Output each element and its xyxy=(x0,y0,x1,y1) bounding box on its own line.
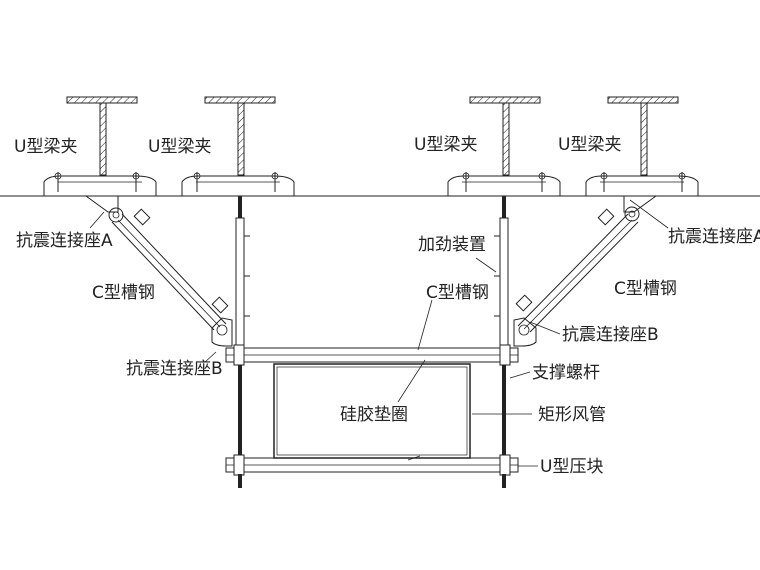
seismic-base-a-left xyxy=(85,195,124,223)
label-u-press-block: U型压块 xyxy=(540,457,603,477)
top-crossbar xyxy=(225,344,519,366)
c-channel-left xyxy=(111,208,229,331)
i-beam-4 xyxy=(607,96,679,176)
rectangular-duct xyxy=(273,363,471,459)
label-support-rod: 支撑螺杆 xyxy=(532,363,600,383)
i-beam-3 xyxy=(469,96,541,176)
beam-clamp-plate-4 xyxy=(585,172,699,196)
beam-clamp-plate-3 xyxy=(447,172,561,196)
support-rod-left xyxy=(235,196,250,486)
i-beam-1 xyxy=(66,96,138,176)
seismic-base-b-left xyxy=(211,317,233,347)
label-c-channel-center: C型槽钢 xyxy=(426,283,489,303)
i-beam-2 xyxy=(204,96,276,176)
label-seismic-base-a-right: 抗震连接座A xyxy=(668,227,760,247)
c-channel-right xyxy=(515,208,639,333)
label-rect-duct: 矩形风管 xyxy=(538,405,606,425)
support-rod-right xyxy=(494,196,509,486)
label-stiffener: 加劲装置 xyxy=(418,235,486,255)
label-silicone-gasket: 硅胶垫圈 xyxy=(340,405,408,425)
label-seismic-base-b-left: 抗震连接座B xyxy=(126,359,223,379)
label-beam-clamp-4: U型梁夹 xyxy=(558,135,621,155)
label-beam-clamp-1: U型梁夹 xyxy=(14,137,77,157)
label-c-channel-right: C型槽钢 xyxy=(614,279,677,299)
bottom-crossbar xyxy=(225,454,519,488)
label-seismic-base-a-left: 抗震连接座A xyxy=(16,231,113,251)
label-beam-clamp-2: U型梁夹 xyxy=(148,137,211,157)
seismic-base-b-right xyxy=(513,317,537,347)
beam-clamp-plate-2 xyxy=(181,172,295,196)
leader-lines xyxy=(89,199,669,467)
label-seismic-base-b-right: 抗震连接座B xyxy=(562,325,659,345)
seismic-base-a-right xyxy=(623,195,657,222)
label-beam-clamp-3: U型梁夹 xyxy=(414,135,477,155)
beam-clamp-plate-1 xyxy=(43,172,157,196)
label-c-channel-left: C型槽钢 xyxy=(92,283,155,303)
